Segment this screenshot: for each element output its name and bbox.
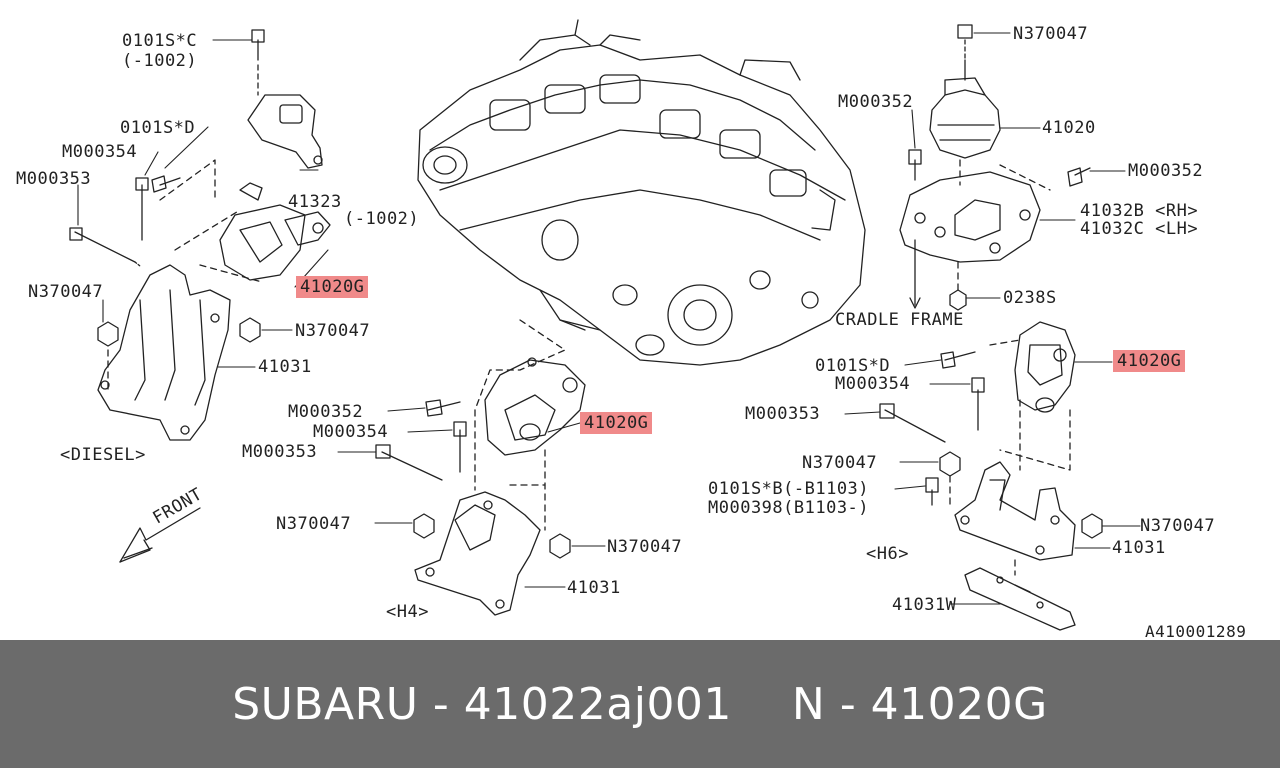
footer-diagram-ref: N - 41020G [791,678,1048,730]
part-label: 41032C <LH> [1080,219,1199,239]
part-label: N370047 [1140,516,1216,536]
part-label: N370047 [28,282,104,302]
leader-lines [77,32,1141,605]
part-label: N370047 [276,514,352,534]
part-label: M000354 [62,142,138,162]
part-label: M000352 [288,402,364,422]
part-label: N370047 [607,537,683,557]
part-label: 0101S*D [120,118,196,138]
footer-part-number: SUBARU - 41022aj001 [232,678,732,730]
part-label: 41031 [1112,538,1166,558]
part-label: M000353 [242,442,318,462]
variant-label: <DIESEL> [60,445,146,465]
part-label: 41031W [892,595,957,615]
part-label: M000353 [745,404,821,424]
part-label: M000352 [838,92,914,112]
part-label: (-1002) [344,209,420,229]
part-label: M000352 [1128,161,1204,181]
diagram-id: A410001289 [1145,622,1247,641]
part-label: N370047 [802,453,878,473]
footer-banner: SUBARU - 41022aj001 N - 41020G [0,640,1280,768]
diesel-assembly [69,29,331,441]
part-label: 0101S*B(-B1103) [708,479,870,499]
rh-mount-assembly [899,24,1091,311]
highlighted-part-label[interactable]: 41020G [296,276,369,298]
part-label: N370047 [295,321,371,341]
variant-label: <H6> [866,544,909,564]
part-label: 41020 [1042,118,1096,138]
part-label: 41323 [288,192,342,212]
part-label: 0101S*D [815,356,891,376]
part-label: CRADLE FRAME [835,310,964,330]
part-label: 41031 [567,578,621,598]
variant-label: <H4> [386,602,429,622]
part-label: M000354 [313,422,389,442]
part-label: M000354 [835,374,911,394]
part-label: (-1002) [122,51,198,71]
part-label: 0238S [1003,288,1057,308]
front-arrow-icon [119,507,201,563]
highlighted-part-label[interactable]: 41020G [580,412,653,434]
part-label: N370047 [1013,24,1089,44]
h6-assembly [879,321,1103,631]
h4-assembly [375,319,586,616]
part-label: 41031 [258,357,312,377]
part-label: 0101S*C [122,31,198,51]
part-label: M000353 [16,169,92,189]
parts-diagram: 0101S*C (-1002) 0101S*D M000354 M000353 … [16,19,1247,641]
part-label: 41032B <RH> [1080,201,1199,221]
diagram-drawing [69,19,1141,631]
highlighted-part-label[interactable]: 41020G [1113,350,1186,372]
part-label: M000398(B1103-) [708,498,870,518]
engine-block [417,19,866,366]
